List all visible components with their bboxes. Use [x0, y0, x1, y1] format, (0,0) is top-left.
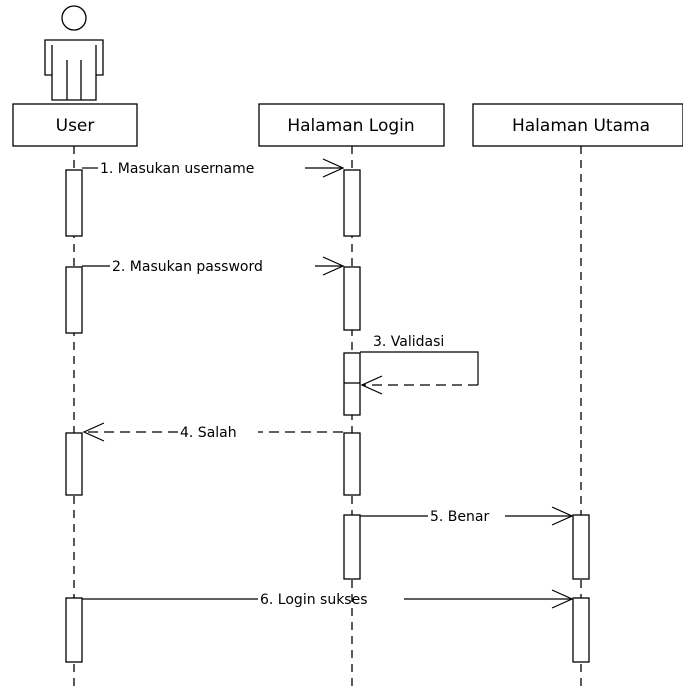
- participant-utama: Halaman Utama: [472, 103, 683, 147]
- participant-user-label: User: [56, 116, 95, 136]
- activation-login-2: [343, 266, 361, 331]
- message-3: 3. Validasi: [360, 334, 479, 395]
- message-5-label: 5. Benar: [430, 509, 489, 525]
- message-6: 6. Login sukses: [82, 589, 574, 609]
- message-2-label: 2. Masukan password: [112, 259, 263, 275]
- participant-user: User: [12, 103, 138, 147]
- activation-utama-1: [572, 514, 590, 580]
- participant-login: Halaman Login: [258, 103, 445, 147]
- message-3-label: 3. Validasi: [373, 334, 444, 350]
- activation-user-1: [65, 169, 83, 237]
- message-4-label: 4. Salah: [180, 425, 237, 441]
- message-4: 4. Salah: [82, 422, 343, 442]
- participant-login-label: Halaman Login: [287, 116, 414, 136]
- activation-user-4: [65, 597, 83, 663]
- activation-login-5: [343, 514, 361, 580]
- activation-user-2: [65, 266, 83, 334]
- actor-figure-icon: [44, 5, 104, 101]
- message-5: 5. Benar: [360, 506, 574, 526]
- activation-utama-2: [572, 597, 590, 663]
- activation-login-1: [343, 169, 361, 237]
- participant-utama-label: Halaman Utama: [512, 116, 650, 136]
- message-6-label: 6. Login sukses: [260, 592, 368, 608]
- activation-login-3: [343, 352, 361, 416]
- activation-login-4: [343, 432, 361, 496]
- activation-user-3: [65, 432, 83, 496]
- message-1: 1. Masukan username: [82, 158, 345, 178]
- message-1-label: 1. Masukan username: [100, 161, 254, 177]
- message-2: 2. Masukan password: [82, 256, 345, 276]
